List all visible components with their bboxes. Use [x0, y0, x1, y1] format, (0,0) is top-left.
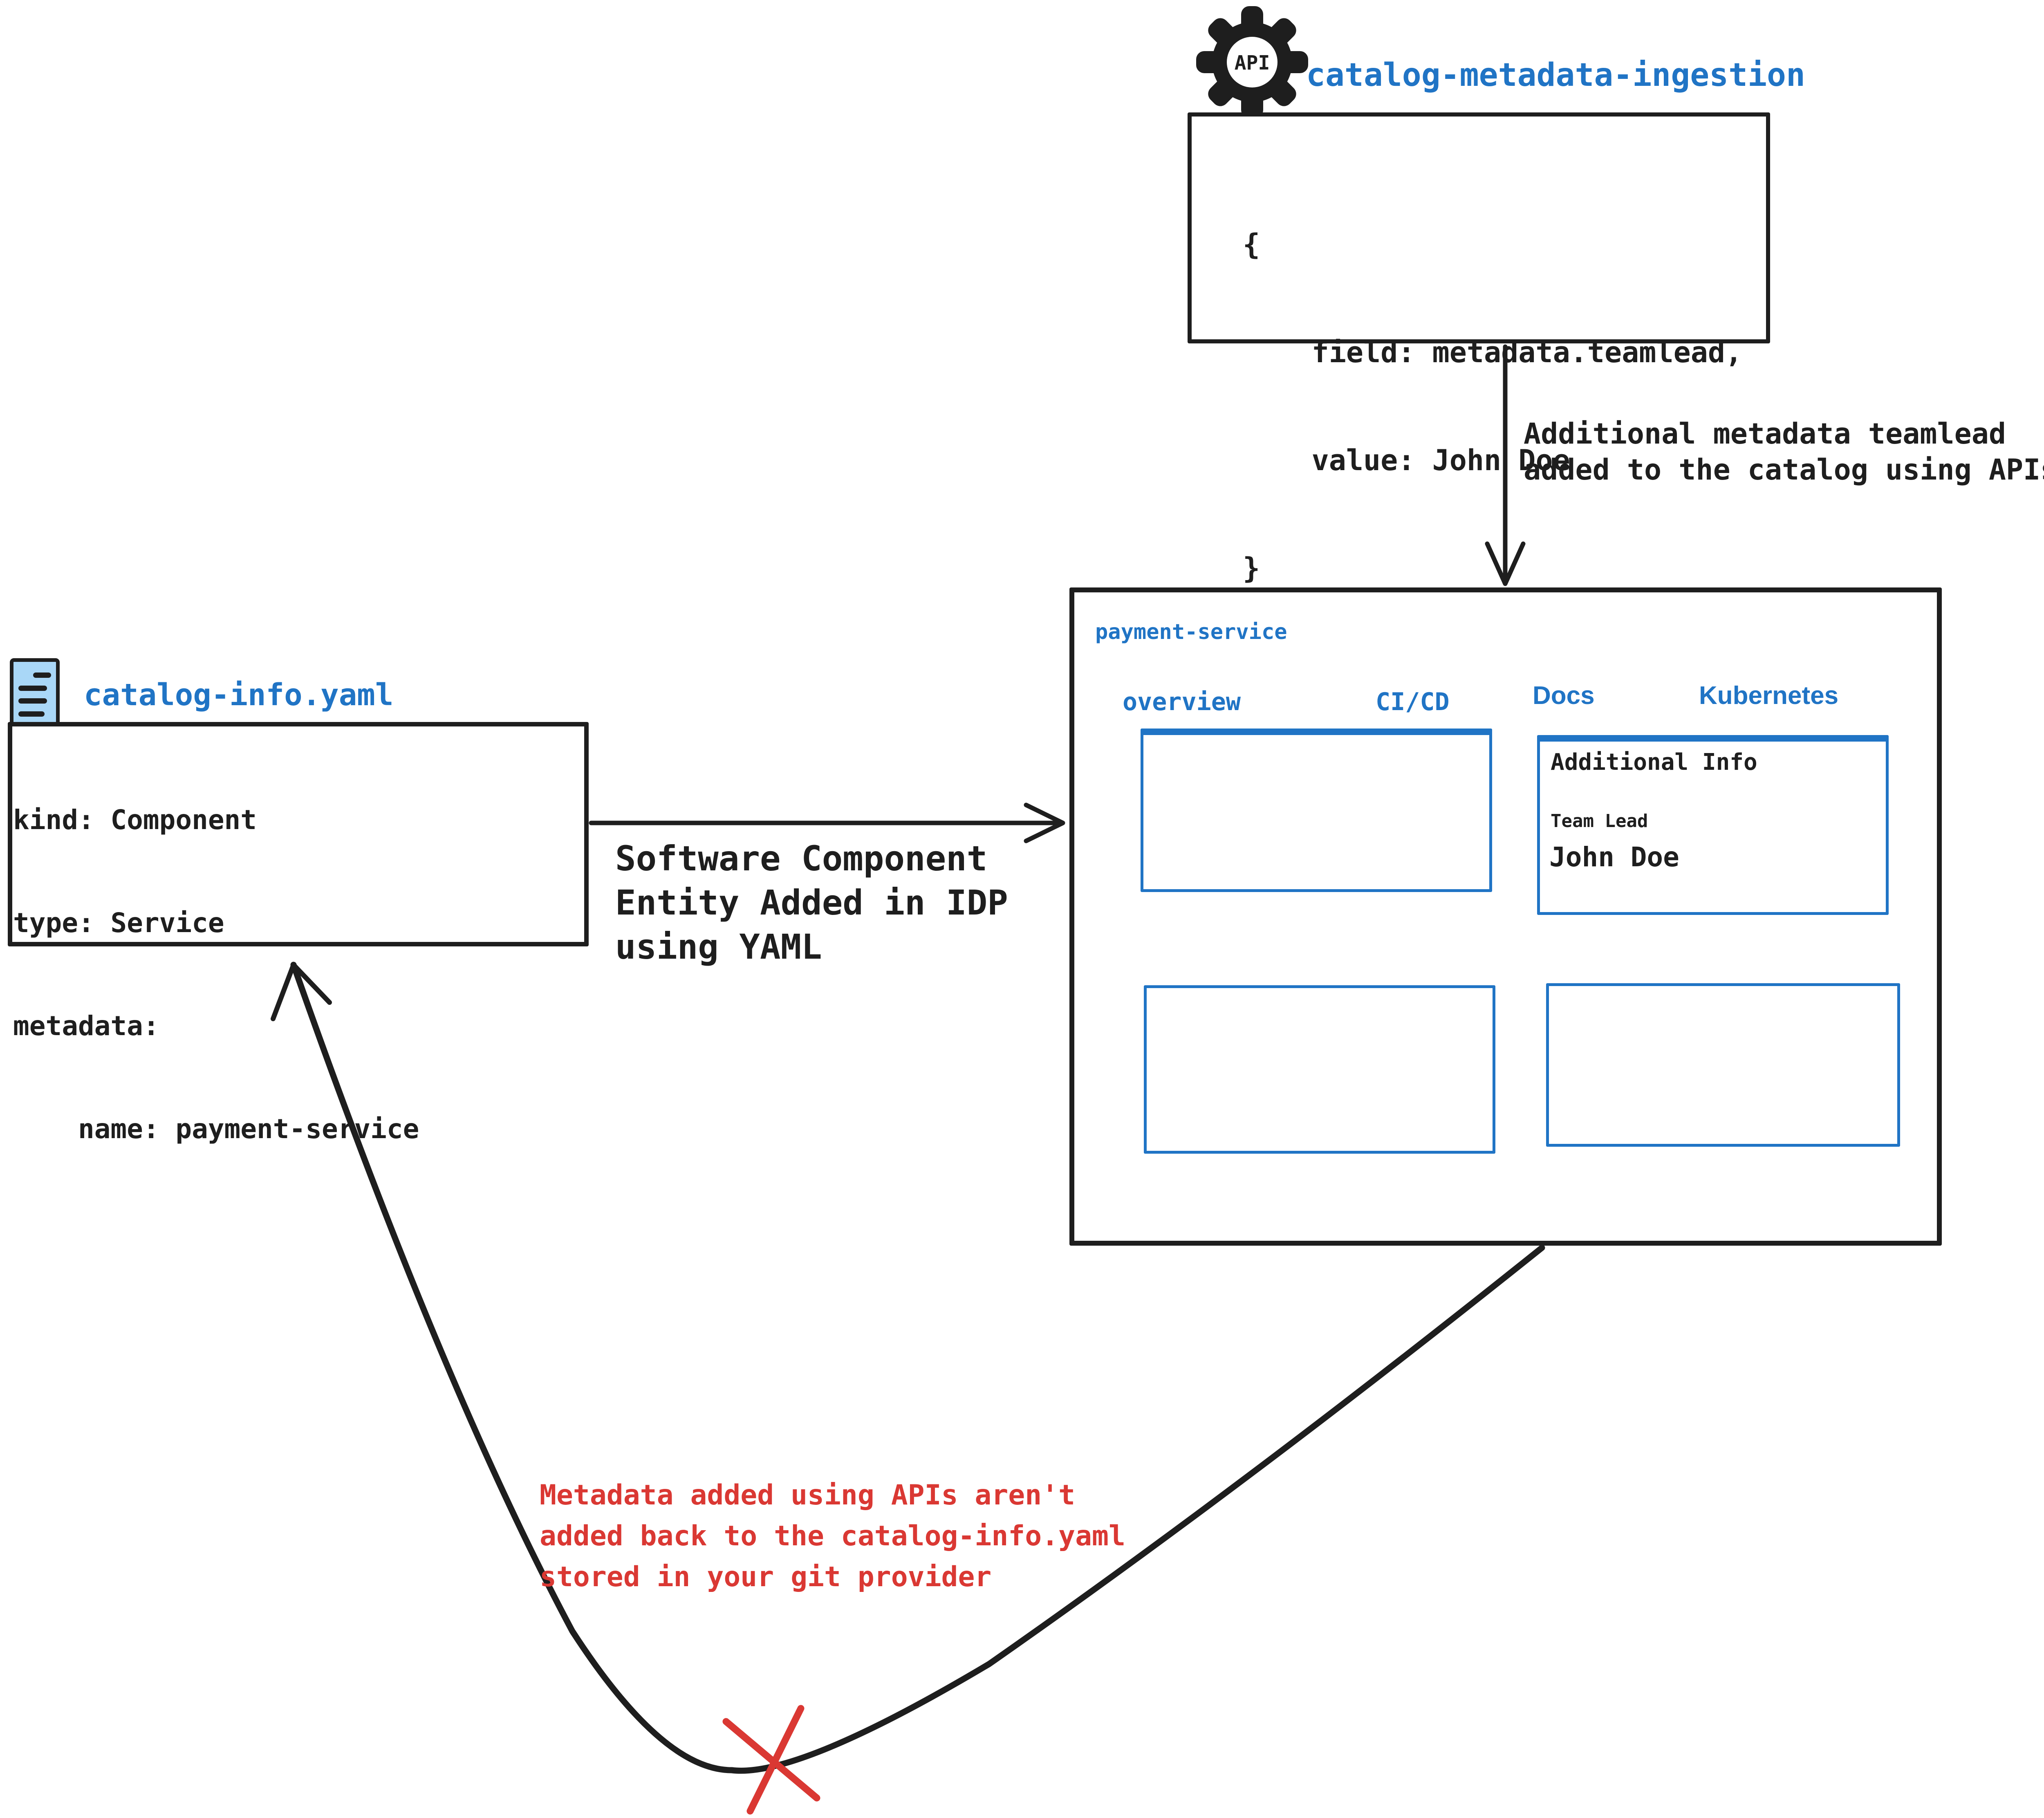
yaml-entity-arrow	[589, 803, 1065, 843]
yaml-line: metadata:	[13, 1010, 159, 1042]
yaml-arrow-note-line: using YAML	[615, 927, 822, 967]
metadata-ingestion-arrow	[1485, 344, 1526, 586]
yaml-file-icon	[10, 658, 60, 731]
tab-docs: Docs	[1533, 681, 1595, 710]
team-lead-value: John Doe	[1549, 841, 1679, 873]
yaml-arrow-note: Software Component Entity Added in IDP u…	[615, 836, 1008, 969]
team-lead-label: Team Lead	[1551, 811, 1648, 832]
yaml-line: type: Service	[13, 907, 224, 939]
metadata-arrow-note: Additional metadata teamlead added to th…	[1524, 416, 2044, 488]
yaml-arrow-note-line: Entity Added in IDP	[615, 883, 1008, 923]
feedback-note-line: stored in your git provider	[540, 1561, 992, 1593]
additional-info-heading: Additional Info	[1551, 749, 1757, 776]
yaml-file-code: kind: Component type: Service metadata: …	[13, 734, 419, 1215]
tab-cicd: CI/CD	[1376, 688, 1450, 716]
api-service-title: catalog-metadata-ingestion	[1306, 57, 1805, 94]
payment-service-window-title: payment-service	[1095, 620, 1287, 644]
payload-line: field: metadata.teamlead,	[1243, 336, 1743, 369]
payload-line: }	[1243, 551, 1260, 585]
content-panel-overview	[1141, 729, 1492, 892]
metadata-arrow-note-line: Additional metadata teamlead	[1524, 417, 2006, 451]
feedback-curve-arrow	[271, 962, 1545, 1774]
tab-overview: overview	[1123, 688, 1241, 716]
metadata-arrow-note-line: added to the catalog using APIs	[1524, 453, 2044, 486]
feedback-note-line: Metadata added using APIs aren't	[540, 1479, 1076, 1511]
api-gear-icon: API	[1196, 6, 1308, 118]
payload-line: value: John Doe	[1243, 444, 1570, 477]
feedback-note-line: added back to the catalog-info.yaml	[540, 1520, 1125, 1552]
yaml-arrow-note-line: Software Component	[615, 838, 988, 879]
api-gear-label: API	[1235, 52, 1270, 74]
feedback-cross-icon	[722, 1705, 820, 1815]
feedback-note: Metadata added using APIs aren't added b…	[540, 1475, 1125, 1598]
yaml-line: kind: Component	[13, 804, 257, 836]
content-panel-bottom-left	[1144, 985, 1495, 1154]
tab-kubernetes: Kubernetes	[1699, 681, 1839, 710]
api-payload-box	[1188, 112, 1770, 343]
yaml-file-box	[8, 722, 589, 946]
yaml-file-title: catalog-info.yaml	[84, 677, 394, 713]
payload-line: {	[1243, 228, 1260, 261]
content-panel-additional-info	[1537, 735, 1889, 915]
content-panel-bottom-right	[1546, 983, 1900, 1147]
api-payload-code: { field: metadata.teamlead, value: John …	[1243, 155, 1742, 658]
yaml-line: name: payment-service	[13, 1113, 419, 1145]
